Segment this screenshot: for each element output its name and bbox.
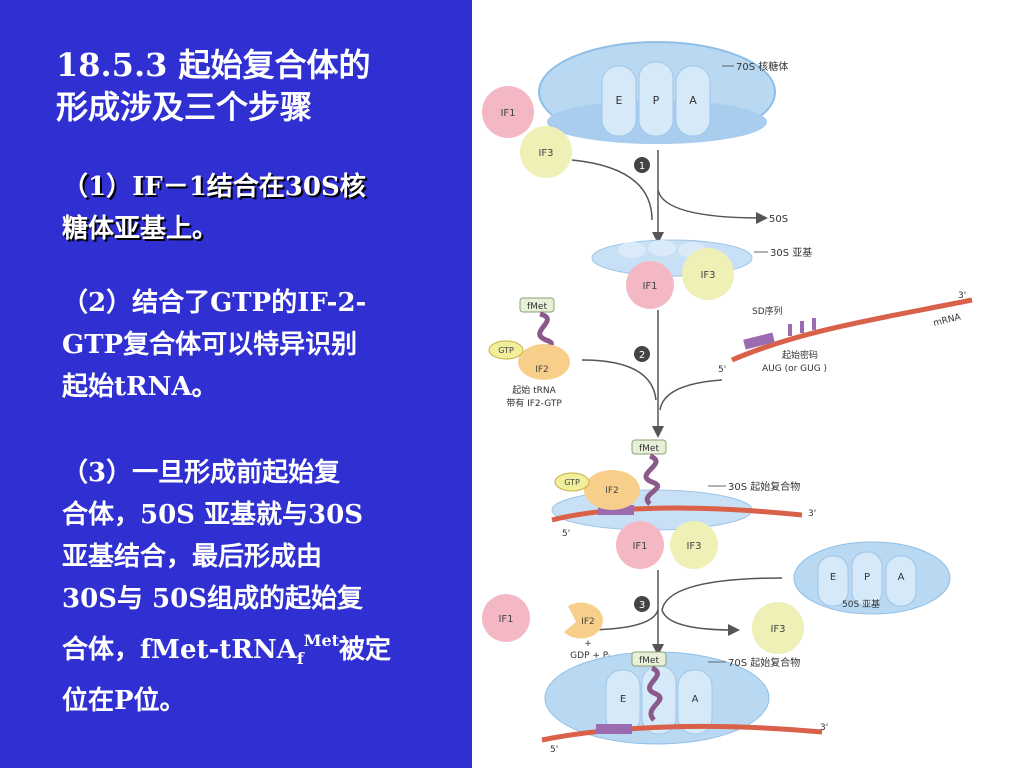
fmet-label-1: fMet	[527, 302, 547, 312]
released-factors: IF1 IF2 + GDP + Pᵢ IF3	[482, 594, 804, 661]
fmet-label-3: fMet	[639, 656, 659, 666]
label-70s-complex: 70S 起始复合物	[728, 656, 800, 669]
if3-label-released: IF3	[770, 624, 785, 635]
site-e-top: E	[616, 94, 623, 107]
label-carry-if2gtp: 带有 IF2-GTP	[506, 397, 562, 409]
step-3-text: （3）一旦形成前起始复 合体，50S 亚基就与30S 亚基结合，最后形成由 30…	[62, 452, 454, 722]
trna-superscript: Met	[303, 631, 340, 650]
step-3-line-3: 亚基结合，最后形成由	[62, 542, 323, 572]
if2-label-2: IF2	[605, 486, 619, 496]
site-a-top: A	[689, 94, 697, 107]
if1-label-released: IF1	[498, 614, 513, 625]
step-3-line-5b: 被定	[339, 635, 392, 665]
label-mrna: mRNA	[932, 312, 962, 329]
mrna-3prime-3: 3'	[820, 723, 828, 733]
step-3-line-6: 位在P位。	[62, 686, 186, 716]
subunit-50s: E P A 50S 亚基	[793, 541, 951, 615]
if3-free-top: IF3	[520, 126, 572, 178]
site-a-50s: A	[898, 572, 905, 583]
if2-label-1: IF2	[535, 365, 549, 375]
label-aug: AUG (or GUG )	[762, 364, 827, 374]
trna-subscript: f	[296, 649, 304, 668]
step-3-arrow: 3	[576, 570, 783, 656]
initiation-complex-70s: E P A fMet 70S 起始复合物 5' 3'	[541, 651, 828, 755]
step-3-line-2: 合体，50S 亚基就与30S	[62, 500, 363, 530]
subunit-30s: 30S 亚基 IF1 IF3	[591, 239, 812, 309]
plus-sign: +	[584, 639, 592, 649]
label-init-trna: 起始 tRNA	[512, 384, 556, 396]
figure-panel: E P A 70S 核糖体 IF1 IF3 1	[472, 0, 1024, 768]
step-3-line-5: 合体，fMet-tRNAfMet被定	[62, 620, 454, 680]
mrna-5prime-1: 5'	[718, 365, 726, 375]
label-gdp-pi: GDP + Pᵢ	[570, 651, 610, 661]
mrna-free: SD序列 mRNA 3' 5' 起始密码 AUG (or GUG )	[718, 291, 973, 375]
gtp-label-2: GTP	[564, 478, 580, 487]
ribosome-70s-top: E P A 70S 核糖体	[538, 41, 788, 144]
step-num-1: 1	[639, 161, 645, 172]
title-line-2: 形成涉及三个步骤	[56, 88, 313, 126]
label-sd-seq: SD序列	[752, 305, 783, 317]
label-start-codon: 起始密码	[782, 349, 818, 361]
step-3-line-4: 30S与 50S组成的起始复	[62, 584, 363, 614]
step-num-3: 3	[639, 600, 645, 611]
if2-label-released: IF2	[581, 617, 595, 627]
step-1-arrow: 1 50S	[571, 150, 788, 244]
site-a-70s: A	[692, 694, 699, 705]
label-50s-subunit: 50S 亚基	[842, 598, 880, 610]
site-p-top: P	[653, 94, 660, 107]
step-num-2: 2	[639, 350, 645, 361]
step-2-line-1: （2）结合了GTP的IF-2-	[62, 288, 367, 318]
initiation-complex-30s: fMet IF2 GTP IF1 IF3 30S 起始复合物 5' 3'	[551, 439, 816, 569]
step-2-text: （2）结合了GTP的IF-2- GTP复合体可以特异识别 起始tRNA。	[62, 282, 454, 408]
if3-label-30s: IF3	[700, 270, 715, 281]
mrna-3prime-1: 3'	[958, 291, 966, 301]
step-2-line-3: 起始tRNA。	[62, 372, 218, 402]
step-2-arrow: 2	[581, 310, 723, 438]
label-30s-subunit: 30S 亚基	[770, 246, 812, 259]
site-e-50s: E	[830, 572, 836, 583]
mrna-5prime-3: 5'	[550, 745, 558, 755]
step-1-line-2: 糖体亚基上。	[62, 214, 219, 244]
if1-label-2: IF1	[632, 541, 647, 552]
if3-label-top: IF3	[538, 148, 553, 159]
mrna-5prime-2: 5'	[562, 529, 570, 539]
step-1-line-1: （1）IF－1结合在30S核	[62, 172, 366, 202]
if3-label-2: IF3	[686, 541, 701, 552]
label-30s-complex: 30S 起始复合物	[728, 480, 800, 493]
if1-label-top: IF1	[500, 108, 515, 119]
step-3-line-5a: 合体，fMet-tRNA	[62, 635, 297, 665]
label-70s-ribosome: 70S 核糖体	[736, 60, 788, 73]
label-50s-released: 50S	[769, 214, 788, 225]
step-3-line-1: （3）一旦形成前起始复	[62, 458, 341, 488]
text-panel: 18.5.3 起始复合体的 形成涉及三个步骤 （1）IF－1结合在30S核 糖体…	[0, 0, 472, 768]
initiation-complex-diagram: E P A 70S 核糖体 IF1 IF3 1	[482, 41, 973, 755]
slide-title: 18.5.3 起始复合体的 形成涉及三个步骤	[56, 44, 456, 128]
fmet-label-2: fMet	[639, 444, 659, 454]
site-e-70s: E	[620, 694, 626, 705]
if1-free-top: IF1	[482, 86, 534, 138]
step-1-text: （1）IF－1结合在30S核 糖体亚基上。	[62, 166, 454, 250]
title-line-1: 18.5.3 起始复合体的	[56, 46, 371, 84]
gtp-label-1: GTP	[498, 346, 514, 355]
site-p-50s: P	[864, 572, 870, 583]
if1-label-30s: IF1	[642, 281, 657, 292]
initiator-trna-if2-gtp: fMet IF2 GTP 起始 tRNA 带有 IF2-GTP	[488, 297, 570, 409]
step-2-line-2: GTP复合体可以特异识别	[62, 330, 358, 360]
mrna-3prime-2: 3'	[808, 509, 816, 519]
